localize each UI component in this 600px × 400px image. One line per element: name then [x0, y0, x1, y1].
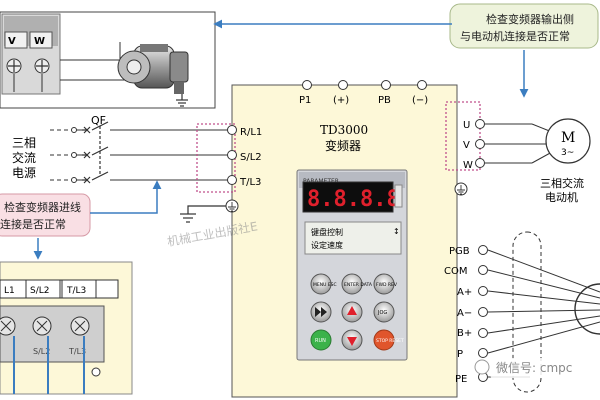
output-ground-icon — [457, 185, 465, 195]
key-run-label: RUN — [315, 338, 326, 344]
input-callout-arrow — [90, 180, 162, 214]
input-terminal-detail-inset: L1 S/L2 T/L3 S/L2 T/L3 — [0, 261, 133, 395]
terminal-pgb-label: PGB — [449, 246, 470, 257]
output-check-callout: 检查变频器输出侧 与电动机连接是否正常 — [449, 3, 599, 49]
photo-terminal-v: V — [4, 31, 28, 49]
terminal-aplus-label: A+ — [457, 287, 472, 298]
down-arrow-icon — [347, 337, 357, 346]
supply-label-line1: 三相 — [12, 136, 36, 150]
motor-symbol-m: M — [561, 130, 575, 146]
shift-arrow-icon — [315, 307, 327, 317]
output-callout-line2: 与电动机连接是否正常 — [460, 29, 570, 43]
terminal-bplus-label: B+ — [457, 328, 472, 339]
lcd-arrow-icon: ↕ — [393, 227, 400, 236]
motor-wires — [485, 123, 553, 164]
ground-symbol-photo — [176, 94, 188, 107]
output-terminals: U V W — [454, 119, 485, 196]
key-down[interactable] — [341, 329, 363, 351]
photo-terminal-v-label: V — [8, 36, 16, 47]
photo-terminal-w-label: W — [34, 36, 45, 47]
key-fwd-rev-label: FWD REV — [376, 282, 398, 288]
detail-label-l1: L1 — [4, 286, 15, 296]
inverter-name: 变频器 — [325, 138, 361, 153]
dc-bus-terminals: P1 (+) PB (−) — [299, 80, 428, 106]
lcd-line1: 键盘控制 — [311, 227, 343, 237]
supply-label-line3: 电源 — [12, 166, 36, 180]
breaker-label: QF — [91, 114, 106, 127]
terminal-p1-label: P1 — [299, 95, 311, 106]
keypad: MENU ESC ENTER DATA FWD REV JOG RUN — [310, 273, 404, 351]
terminal-minus-label: (−) — [412, 95, 428, 106]
detail-screws — [0, 316, 90, 336]
inverter-ground-icon — [228, 202, 236, 212]
key-menu-esc[interactable]: MENU ESC — [310, 273, 337, 295]
key-up[interactable] — [341, 301, 363, 323]
input-callout-line2: 连接是否正常 — [0, 218, 66, 231]
key-shift[interactable] — [310, 301, 332, 323]
key-stop-reset-label: STOP RESET — [376, 338, 404, 344]
terminal-rl1-label: R/L1 — [240, 127, 262, 138]
terminal-w-label: W — [463, 160, 473, 171]
terminal-aminus-label: A− — [457, 308, 472, 319]
wechat-watermark: 微信号: cmpc — [496, 361, 572, 375]
detail-bottom-label-tl3: T/L3 — [68, 347, 86, 356]
lcd-line2: 设定速度 — [311, 240, 343, 250]
key-fwd-rev[interactable]: FWD REV — [373, 273, 398, 295]
key-stop-reset[interactable]: STOP RESET — [373, 329, 404, 351]
power-supply-label: 三相 交流 电源 — [12, 136, 36, 180]
supply-wires — [50, 127, 232, 183]
led-display — [302, 181, 394, 213]
key-jog-label: JOG — [377, 310, 387, 316]
terminal-v-label: V — [463, 140, 470, 151]
terminal-p-label: P — [457, 349, 463, 360]
ground-symbol-input — [180, 205, 232, 223]
motor-symbol-sub: 3~ — [561, 148, 574, 158]
terminal-sl2-label: S/L2 — [240, 152, 262, 163]
input-terminals: R/L1 S/L2 T/L3 — [225, 125, 262, 213]
detail-bottom-label-sl2: S/L2 — [33, 347, 50, 356]
photo-terminal-w: W — [29, 31, 53, 49]
output-callout-line1: 检查变频器输出侧 — [486, 12, 574, 26]
control-terminals: PGB COM A+ A− B+ P PE — [444, 245, 488, 385]
terminal-pe-label: PE — [455, 374, 467, 385]
lcd-screen — [304, 221, 402, 255]
key-run[interactable]: RUN — [310, 329, 332, 351]
motor-caption-line1: 三相交流 — [540, 176, 584, 190]
terminal-pb-label: PB — [378, 95, 391, 106]
terminal-plus-label: (+) — [333, 95, 349, 106]
output-terminal-highlight — [445, 101, 481, 171]
inverter-model: TD3000 — [320, 123, 368, 137]
key-menu-esc-label: MENU ESC — [313, 282, 337, 288]
terminal-u-label: U — [463, 120, 470, 131]
terminal-com-label: COM — [444, 266, 467, 277]
detail-label-sl2: S/L2 — [30, 286, 50, 296]
key-enter-data[interactable]: ENTER DATA — [341, 273, 373, 295]
terminal-tl3-label: T/L3 — [239, 177, 261, 188]
motor-caption-line2: 电动机 — [545, 190, 578, 204]
photo-motor — [117, 44, 189, 94]
motor-terminal-photo-inset: V W — [0, 11, 216, 109]
input-check-callout: 检查变频器进线 连接是否正常 — [0, 193, 91, 237]
key-jog[interactable]: JOG — [373, 301, 395, 323]
wechat-icon — [474, 359, 490, 375]
detail-label-tl3: T/L3 — [66, 286, 86, 296]
motor-symbol: M 3~ 三相交流 电动机 — [540, 118, 591, 204]
led-display-value: 8.8.8.8 — [307, 187, 400, 212]
input-callout-line1: 检查变频器进线 — [4, 200, 81, 214]
key-enter-data-label: ENTER DATA — [344, 282, 373, 288]
supply-label-line2: 交流 — [12, 150, 36, 165]
circuit-breaker-qf: QF — [82, 114, 109, 184]
up-arrow-icon — [347, 306, 357, 315]
